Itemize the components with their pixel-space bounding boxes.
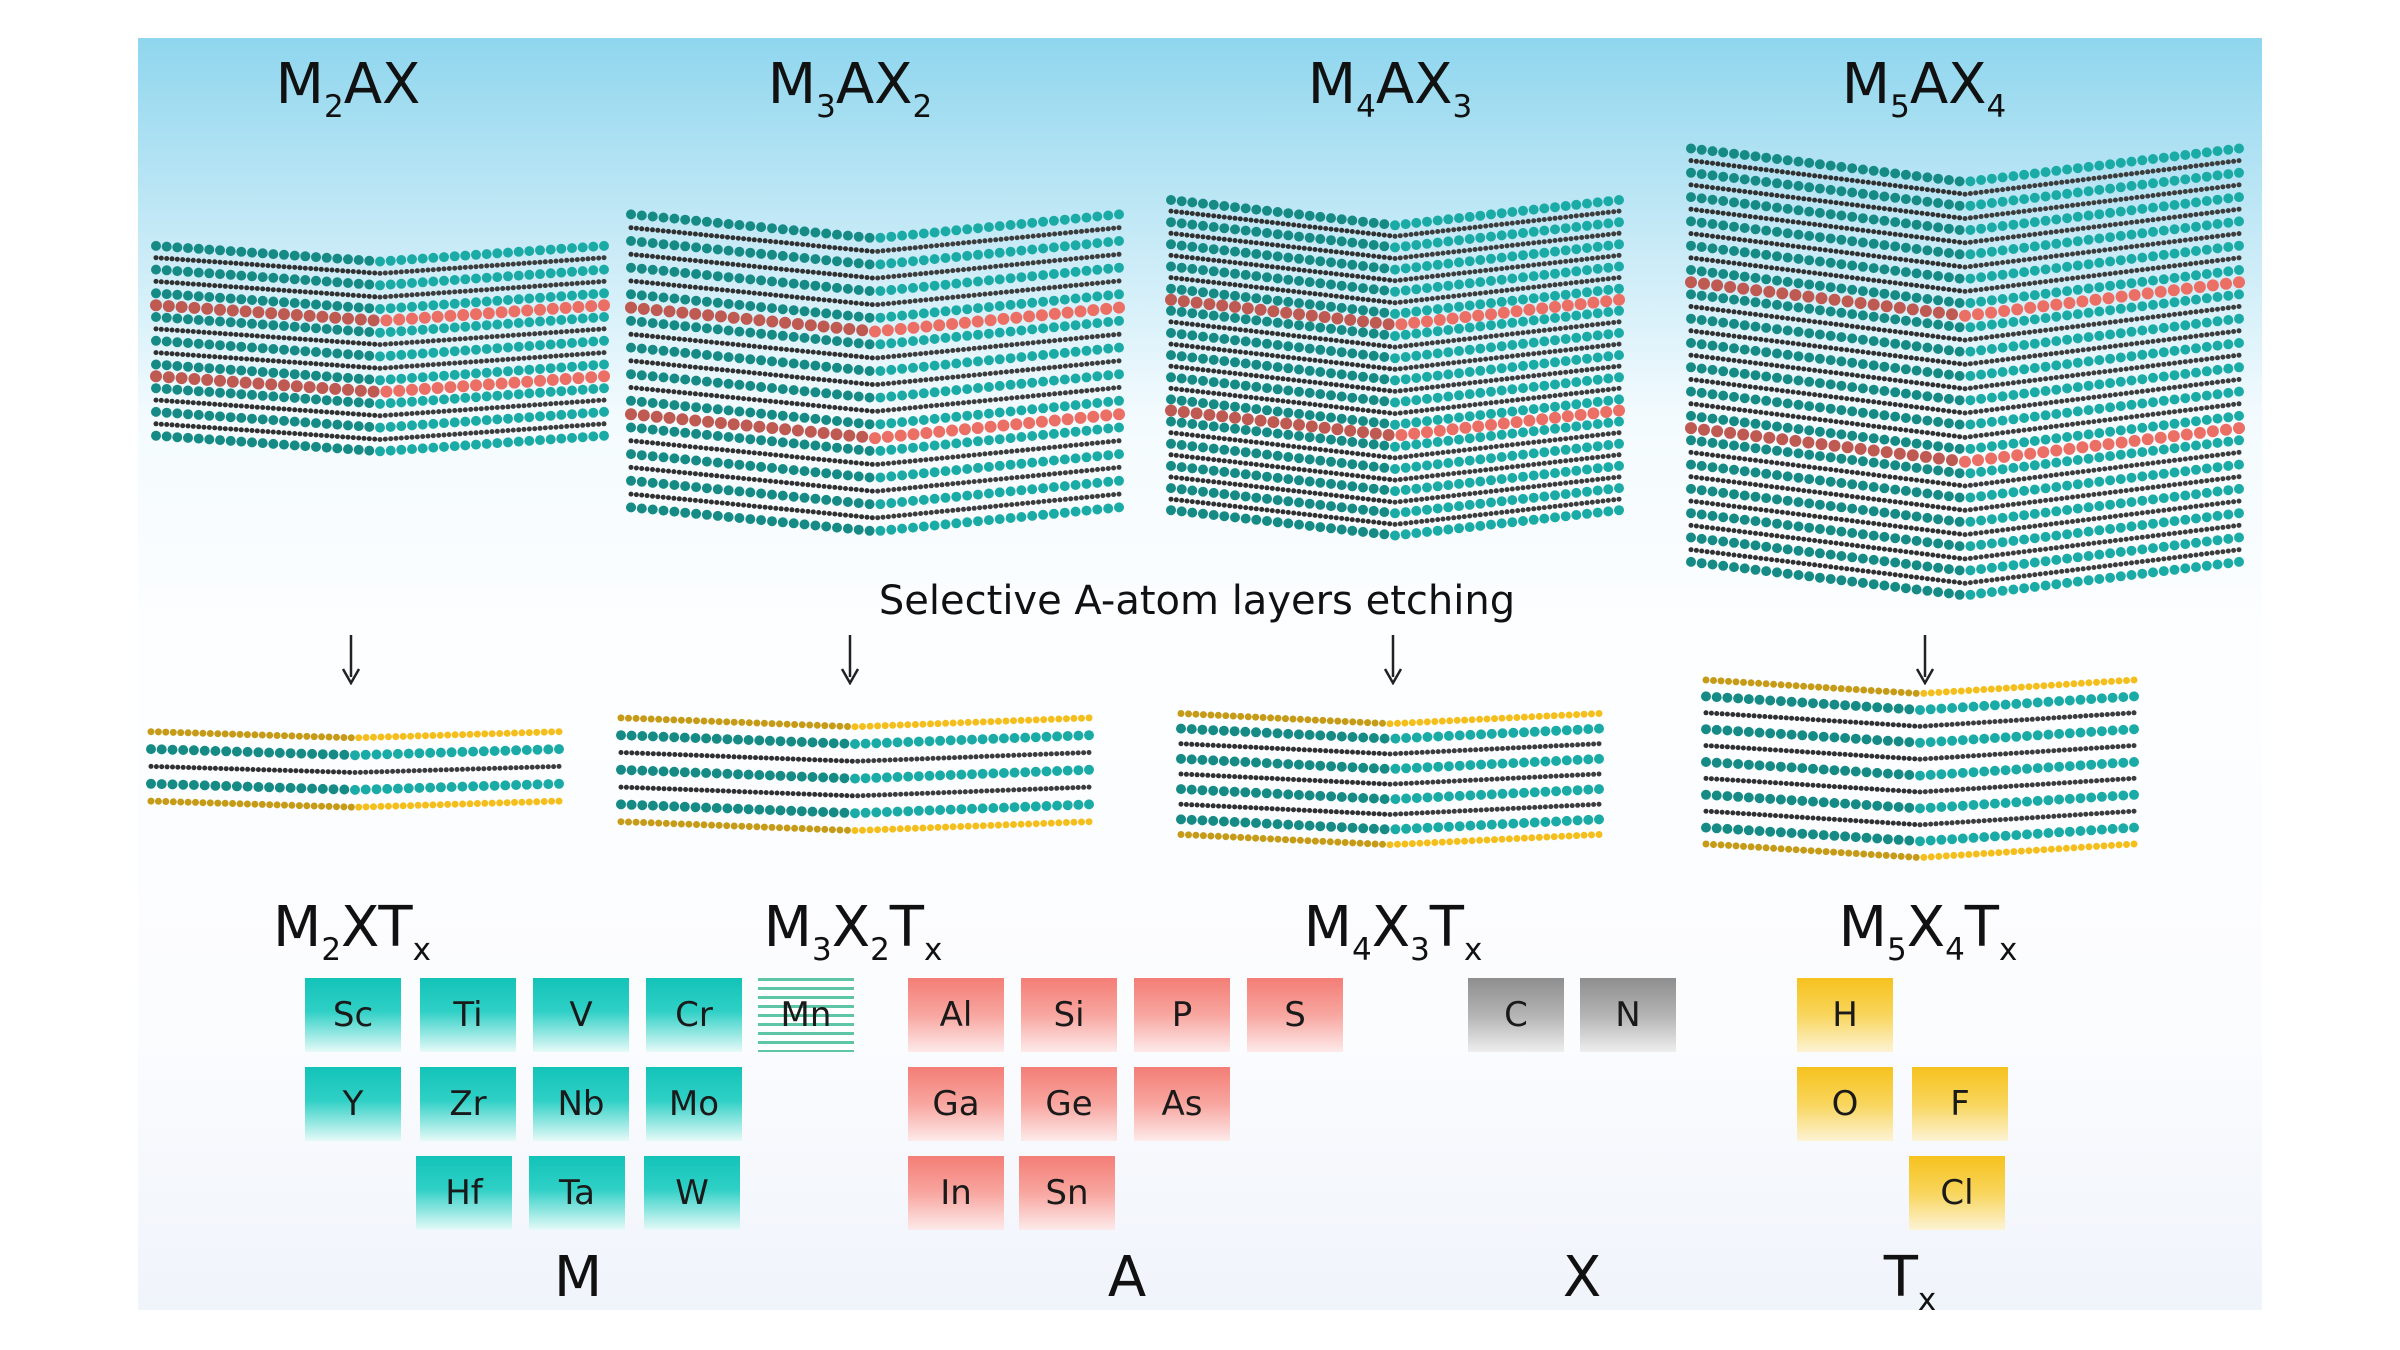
element-tile-zr: Zr xyxy=(420,1067,516,1141)
formula-m3x2tx: M3X2Tx xyxy=(763,895,943,968)
m2xtx-structure xyxy=(146,728,564,811)
down-arrow-icon xyxy=(840,635,860,685)
element-tile-n: N xyxy=(1580,978,1676,1052)
group-label-tx: Tx xyxy=(1883,1245,1937,1318)
formula-m2xtx: M2XTx xyxy=(272,895,432,968)
formula-m5ax4: M5AX4 xyxy=(1841,52,2007,125)
m2ax-structure xyxy=(150,240,610,457)
element-tile-hf: Hf xyxy=(416,1156,512,1230)
element-tile-as: As xyxy=(1134,1067,1230,1141)
element-tile-sn: Sn xyxy=(1019,1156,1115,1230)
formula-m2ax: M2AX xyxy=(275,52,421,125)
down-arrow-icon xyxy=(1915,635,1935,685)
group-label-a: A xyxy=(1107,1245,1147,1310)
element-tile-sc: Sc xyxy=(305,978,401,1052)
element-tile-c: C xyxy=(1468,978,1564,1052)
element-tile-o: O xyxy=(1797,1067,1893,1141)
element-tile-ge: Ge xyxy=(1021,1067,1117,1141)
element-tile-mo: Mo xyxy=(646,1067,742,1141)
formula-m4ax3: M4AX3 xyxy=(1307,52,1473,125)
down-arrow-icon xyxy=(1383,635,1403,685)
m3x2tx-structure xyxy=(616,714,1094,834)
down-arrow-icon xyxy=(341,635,361,685)
element-tile-cr: Cr xyxy=(646,978,742,1052)
element-tile-in: In xyxy=(908,1156,1004,1230)
etching-label: Selective A-atom layers etching xyxy=(878,578,1516,624)
formula-m4x3tx: M4X3Tx xyxy=(1303,895,1483,968)
formula-m3ax2: M3AX2 xyxy=(767,52,933,125)
element-tile-p: P xyxy=(1134,978,1230,1052)
element-tile-ti: Ti xyxy=(420,978,516,1052)
element-tile-w: W xyxy=(644,1156,740,1230)
element-tile-cl: Cl xyxy=(1909,1156,2005,1230)
element-tile-s: S xyxy=(1247,978,1343,1052)
m3ax2-structure xyxy=(625,209,1125,536)
element-tile-f: F xyxy=(1912,1067,2008,1141)
element-tile-ga: Ga xyxy=(908,1067,1004,1141)
m4x3tx-structure xyxy=(1176,710,1604,849)
element-tile-y: Y xyxy=(305,1067,401,1141)
element-tile-mn: Mn xyxy=(758,978,854,1052)
m5x4tx-structure xyxy=(1701,676,2139,861)
formula-m5x4tx: M5X4Tx xyxy=(1838,895,2018,968)
element-tile-al: Al xyxy=(908,978,1004,1052)
group-label-m: M xyxy=(553,1245,603,1310)
element-tile-ta: Ta xyxy=(529,1156,625,1230)
element-tile-si: Si xyxy=(1021,978,1117,1052)
m4ax3-structure xyxy=(1165,195,1625,541)
element-tile-nb: Nb xyxy=(533,1067,629,1141)
element-tile-h: H xyxy=(1797,978,1893,1052)
element-tile-v: V xyxy=(533,978,629,1052)
m5ax4-structure xyxy=(1685,143,2245,600)
group-label-x: X xyxy=(1562,1245,1602,1310)
